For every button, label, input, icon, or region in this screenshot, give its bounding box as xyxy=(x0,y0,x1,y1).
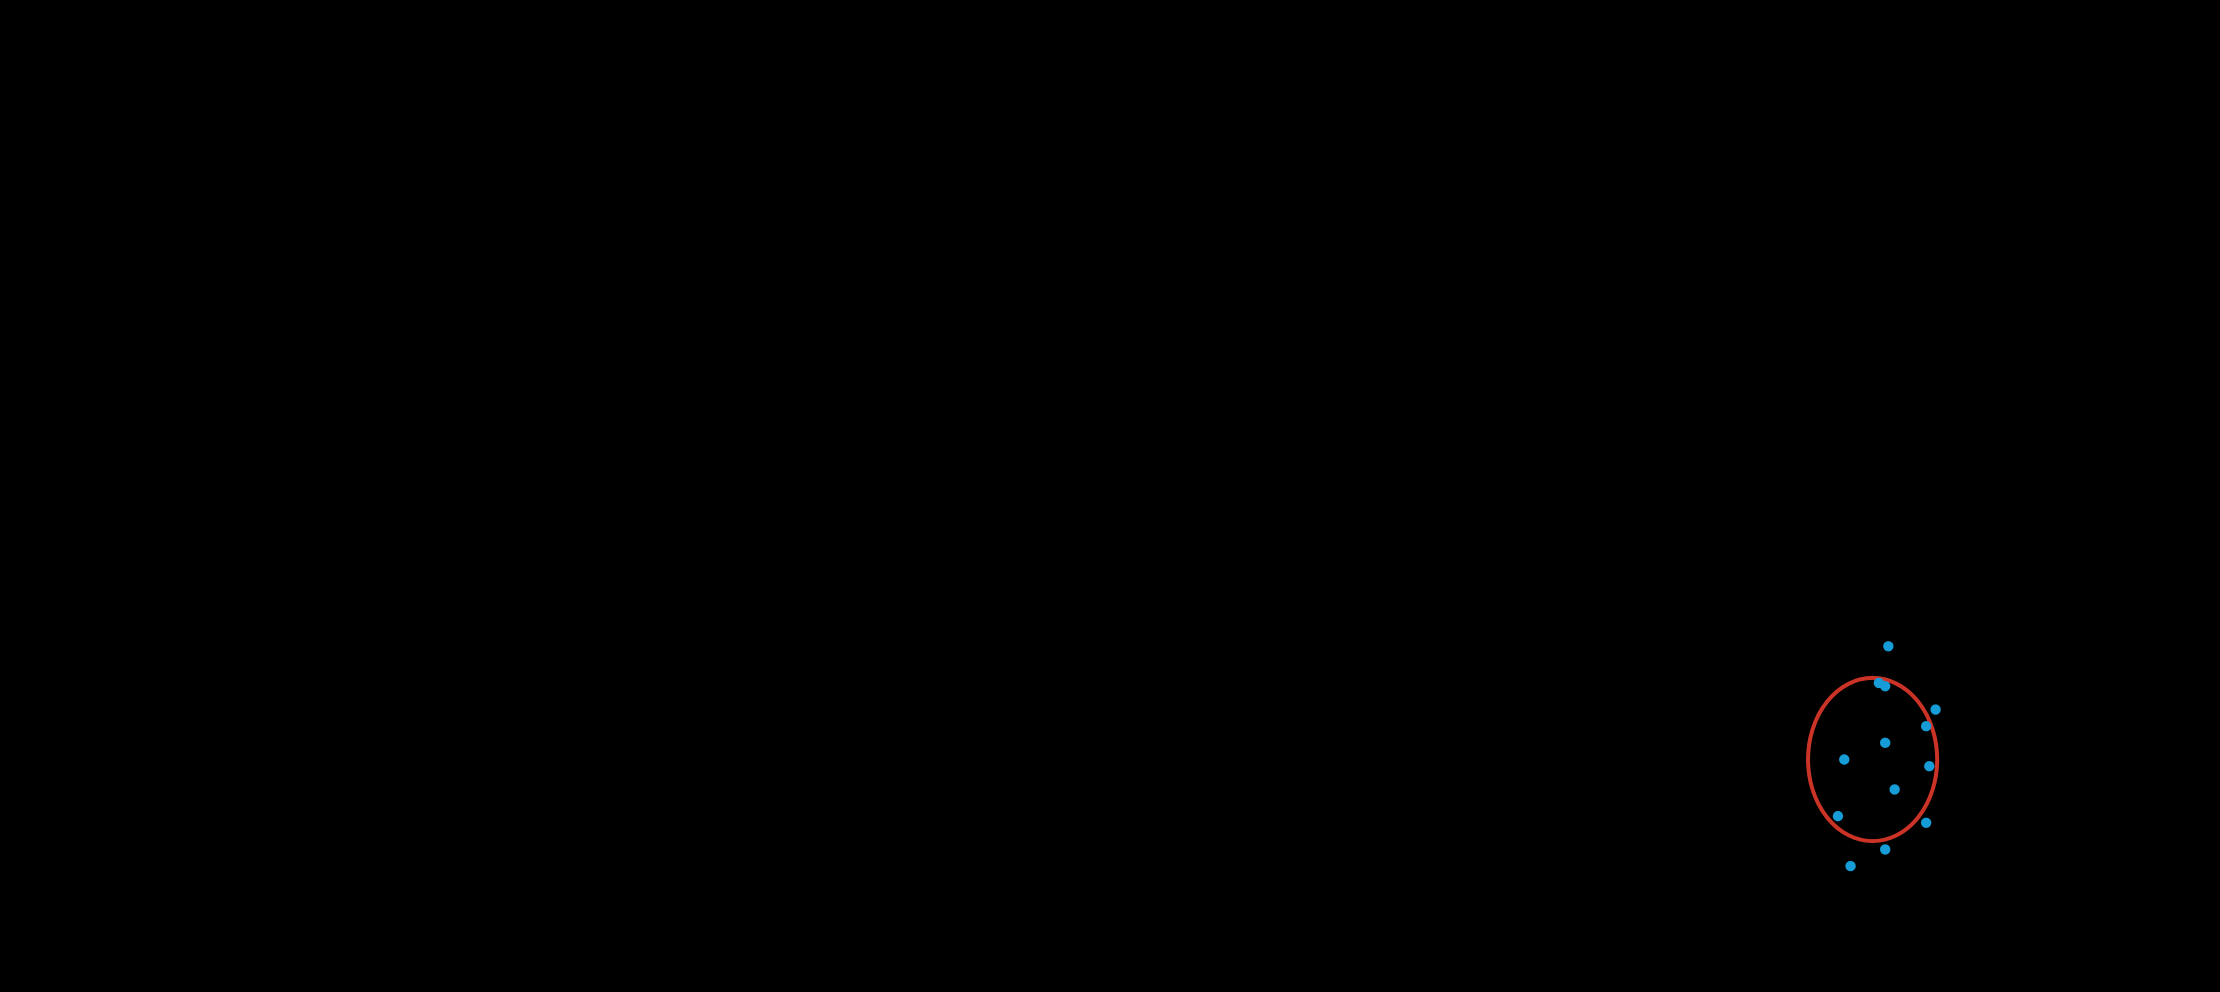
panel-random: Random xyxy=(1629,495,2192,936)
molecule-dot xyxy=(1930,704,1941,715)
grid-lines xyxy=(33,23,2194,965)
molecule-dot xyxy=(1880,737,1891,749)
molecule-dot xyxy=(1839,754,1850,765)
molecule-dot xyxy=(1880,681,1891,692)
molecule-dot xyxy=(1880,844,1891,855)
molecule-dot xyxy=(1924,760,1935,772)
molecule-dot xyxy=(1832,810,1844,822)
molecule-dot xyxy=(1889,784,1900,795)
molecule-dot xyxy=(1920,817,1932,828)
molecule-dot xyxy=(1920,721,1932,732)
nucleus-outline xyxy=(1806,675,1940,844)
molecule-dot xyxy=(1845,860,1856,872)
molecule-dot xyxy=(1883,641,1894,652)
cell-outline xyxy=(1734,603,1977,936)
